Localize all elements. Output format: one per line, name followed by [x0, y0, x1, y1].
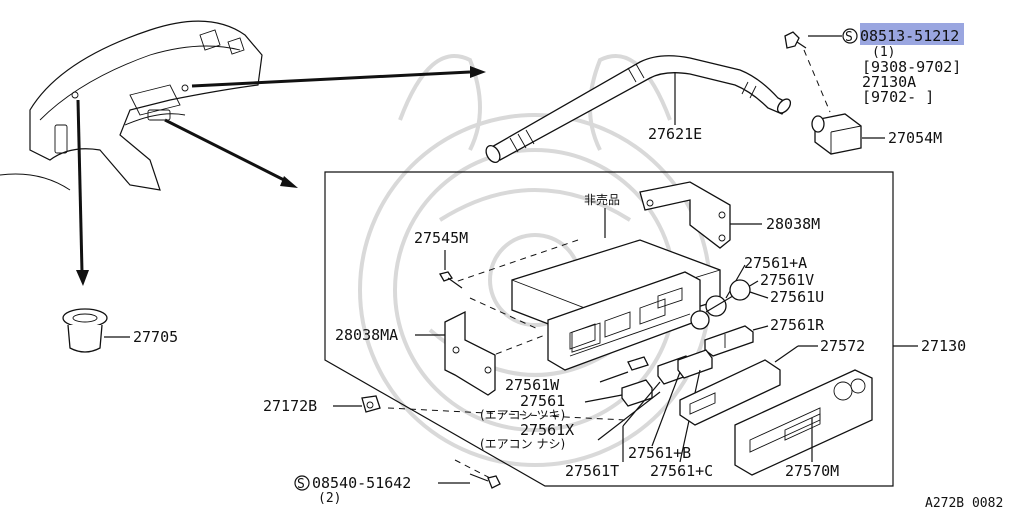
label-27705: 27705: [133, 328, 178, 346]
faceplate-27570M: [734, 369, 873, 476]
pointer-arrows: [76, 66, 486, 286]
label-27572: 27572: [820, 337, 865, 355]
label-aircon-with: (エアコン ツキ): [480, 408, 565, 422]
label-27561W: 27561W: [505, 376, 560, 394]
diagram-reference-code: A272B 0082: [925, 496, 1003, 511]
label-27561U: 27561U: [770, 288, 824, 306]
screw-27545M: [439, 250, 463, 289]
label-27561B: 27561+B: [628, 444, 691, 462]
panel-27572: [679, 345, 818, 426]
label-27054M: 27054M: [888, 129, 942, 147]
label-27545M: 27545M: [414, 229, 468, 247]
leader-27561X: [597, 391, 661, 441]
date-range-2: [9702- ]: [862, 88, 934, 106]
screw-symbol-08540: [294, 475, 310, 491]
clip-27172B: [333, 395, 381, 413]
screw-mark-1: S: [845, 30, 853, 45]
label-27561C: 27561+C: [650, 462, 713, 480]
sensor-27054M: [811, 113, 885, 155]
label-27561T: 27561T: [565, 462, 619, 480]
assembly-box: [324, 171, 894, 487]
qty-08513: (1): [872, 45, 895, 60]
label-27130: 27130: [921, 337, 966, 355]
button-27561W: [599, 356, 649, 383]
label-27621E: 27621E: [648, 125, 702, 143]
screw-08513: [784, 31, 842, 113]
bracket-28038MA: [415, 310, 496, 396]
label-27172B: 27172B: [263, 397, 317, 415]
label-27561R: 27561R: [770, 316, 825, 334]
dashboard-illustration: [0, 20, 263, 191]
label-08513: 08513-51212: [860, 27, 959, 45]
label-27561V: 27561V: [760, 271, 814, 289]
label-aircon-without: (エアコン ナシ): [480, 437, 565, 451]
label-27570M: 27570M: [785, 462, 839, 480]
label-27130A: 27130A: [862, 73, 916, 91]
screw-08540: [438, 473, 501, 489]
knob-27561U: [729, 279, 769, 301]
label-27561: 27561: [520, 392, 565, 410]
leader-27561T-b: [622, 381, 661, 427]
label-28038MA: 28038MA: [335, 326, 398, 344]
label-28038M: 28038M: [766, 215, 820, 233]
bracket-28038M: [639, 181, 762, 249]
aspirator-hose-27621E: [485, 55, 792, 164]
screw-mark-2: S: [297, 477, 305, 492]
highlight-08513: [860, 23, 964, 45]
label-not-for-sale: 非売品: [584, 192, 620, 207]
label-27561X: 27561X: [520, 421, 574, 439]
qty-08540: (2): [318, 491, 341, 506]
grommet-27705: [62, 308, 130, 353]
label-08540: 08540-51642: [312, 474, 411, 492]
screw-symbol-08513: [842, 28, 858, 44]
date-range-1: [9308-9702]: [862, 58, 961, 76]
button-27561R: [704, 325, 769, 357]
label-27561A: 27561+A: [744, 254, 807, 272]
leader-27561B: [651, 371, 681, 447]
buttons-27561: [584, 349, 713, 407]
